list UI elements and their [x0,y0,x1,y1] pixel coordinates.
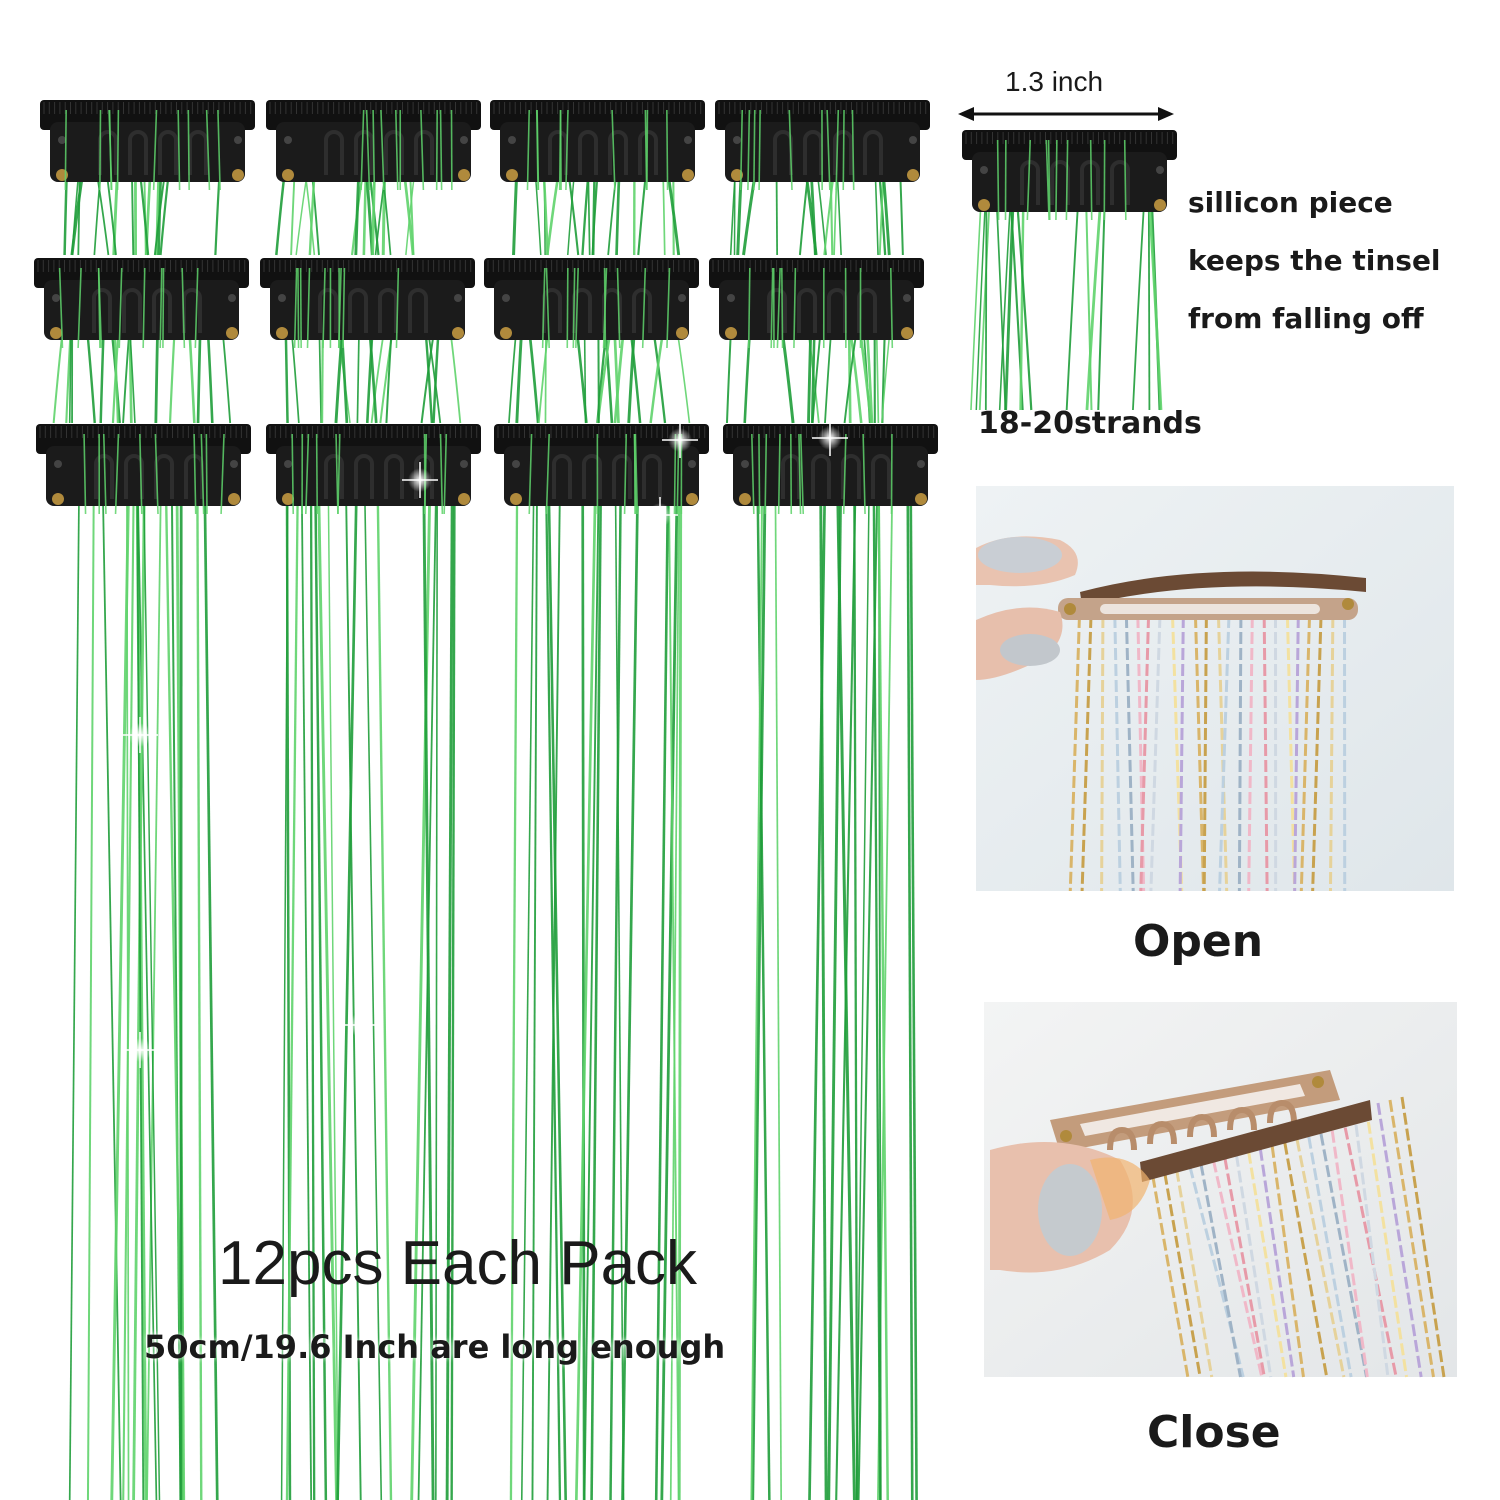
sparkle-5 [122,717,158,753]
tinsel-clip-1 [40,100,255,256]
tinsel-clips-grid [34,100,938,1500]
open-photo-caption: Open [1133,916,1264,967]
tinsel-clip-3 [490,100,705,256]
pack-quantity-title: 12pcs Each Pack [218,1229,698,1298]
tinsel-clip-12 [723,424,938,1500]
tinsel-clip-6 [260,258,475,424]
sparkle-1 [402,462,438,498]
sparkle-3 [812,420,848,456]
feature-text-line-2: keeps the tinsel [1188,244,1441,277]
strand-count-label: 18-20strands [978,406,1202,441]
width-dimension-label: 1.3 inch [1005,66,1104,97]
tinsel-clip-2 [266,100,481,256]
sparkle-8 [122,1032,158,1068]
close-photo-caption: Close [1147,1407,1281,1458]
dimension-arrow [958,107,1174,121]
tinsel-clip-4 [715,100,930,256]
tinsel-clip-11 [494,424,709,1500]
sparkle-4 [642,497,678,533]
tinsel-clip-5 [34,258,249,424]
single-clip-detail [962,130,1177,411]
sparkle-7 [342,1007,378,1043]
open-clip-photo [976,486,1454,892]
tinsel-clip-8 [709,258,924,424]
tinsel-clip-10 [266,424,481,1500]
tinsel-clip-9 [36,424,251,1500]
feature-text-line-3: from falling off [1188,302,1424,335]
detail-clip [962,130,1177,411]
sparkle-2 [662,422,698,458]
feature-text-line-1: sillicon piece [1188,186,1393,219]
length-subtitle: 50cm/19.6 Inch are long enough [144,1328,726,1366]
tinsel-clip-7 [484,258,699,424]
closed-clip-photo [984,1002,1457,1378]
sparkle-6 [387,682,423,718]
